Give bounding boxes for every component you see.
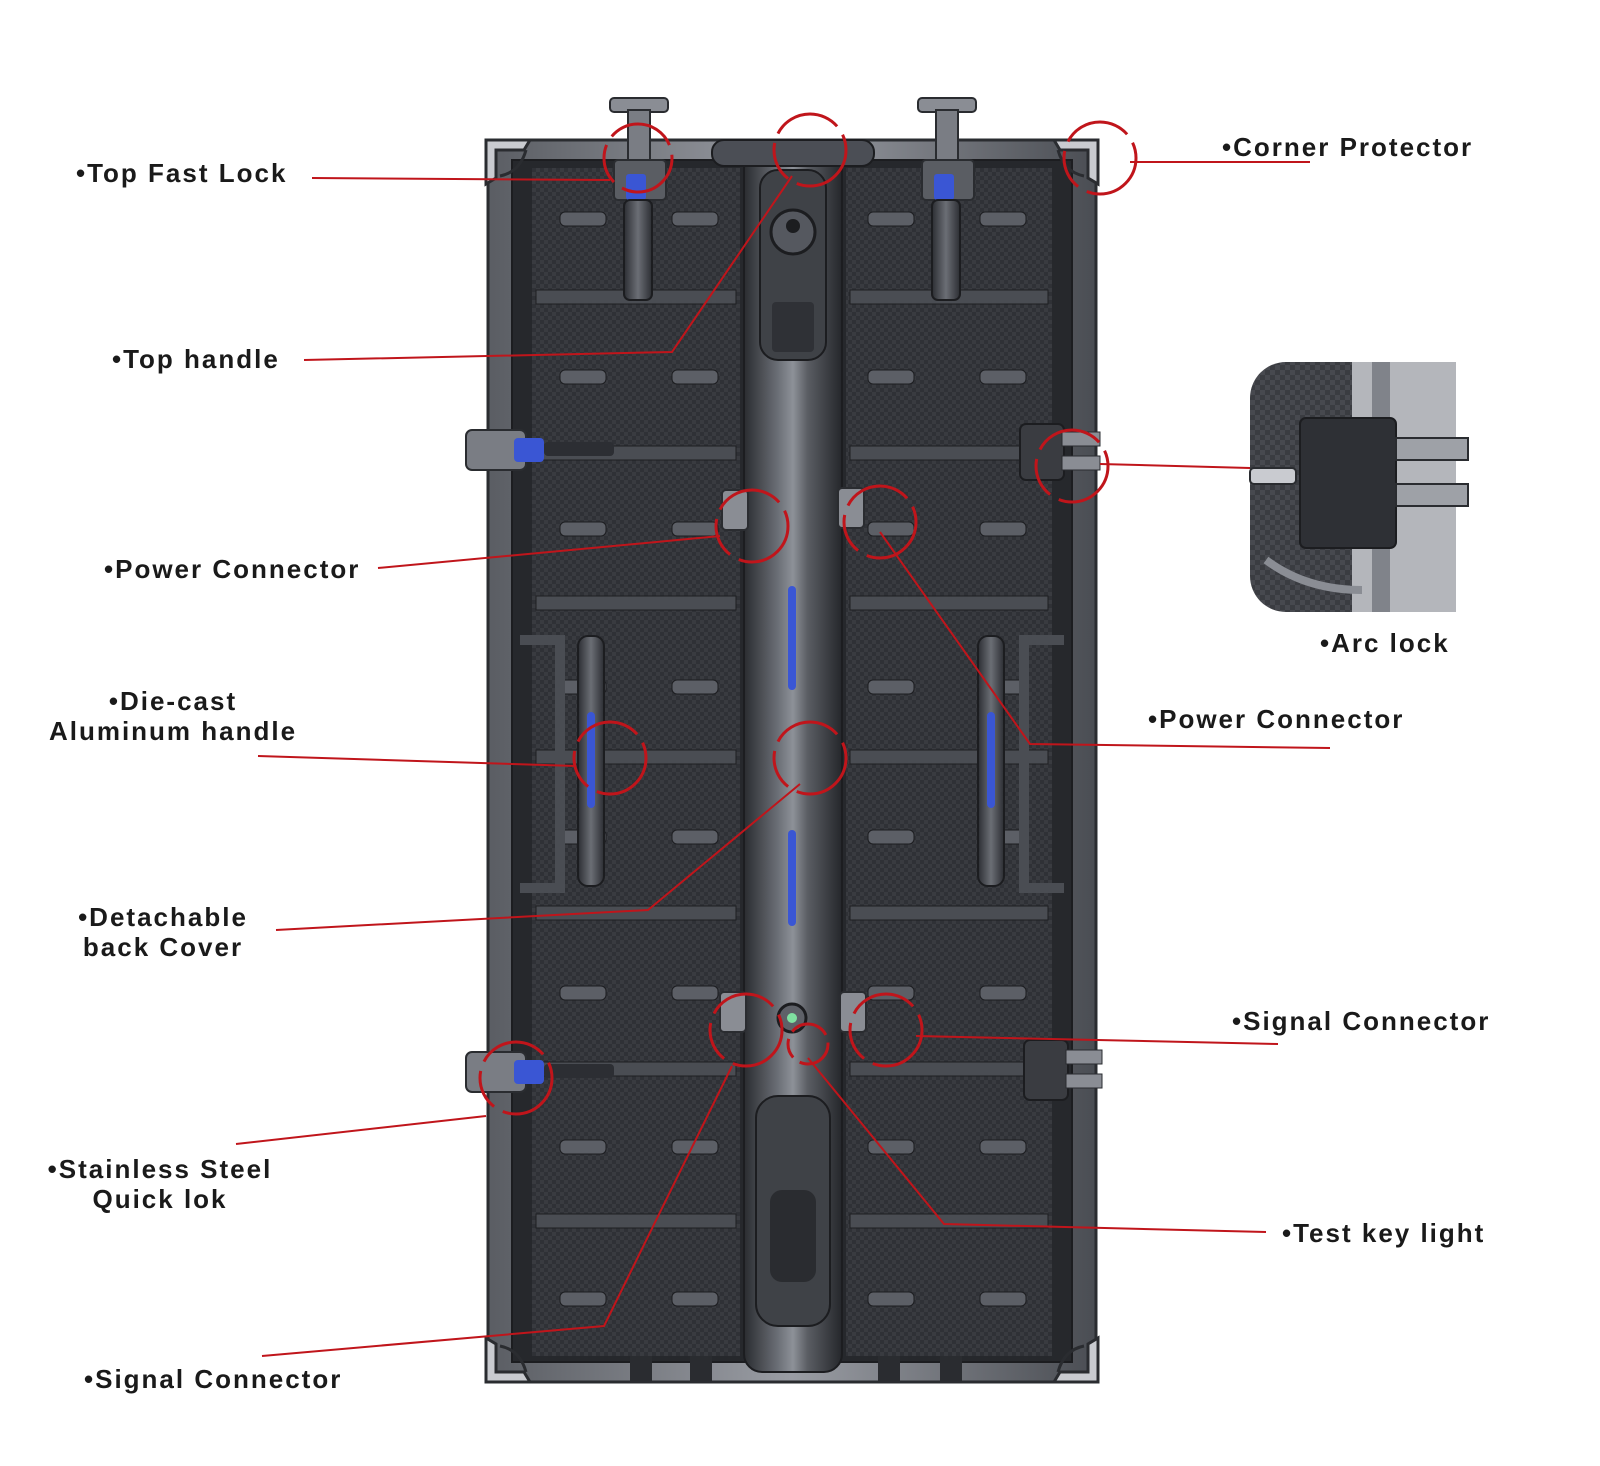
- leader-test-key: [807, 1057, 1267, 1233]
- label-power-connector-right: •Power Connector: [1148, 704, 1405, 734]
- die-cast-handle-left: [520, 635, 605, 893]
- arc-lock-upper: [1019, 423, 1101, 481]
- leader-signal-right: [915, 1035, 1279, 1045]
- label-signal-connector-left: •Signal Connector: [84, 1364, 343, 1394]
- wall-mount-keyhole: [786, 219, 800, 233]
- arc-lock-inset: [1249, 362, 1469, 612]
- label-detachable-back-cover: •Detachable back Cover: [66, 902, 260, 962]
- corner-protectors: [484, 138, 1100, 1384]
- test-key-led: [787, 1013, 797, 1023]
- circle-top-fast-lock: [602, 122, 674, 194]
- circle-arc-lock: [1034, 428, 1110, 504]
- label-die-cast-line1: •Die-cast: [108, 686, 238, 716]
- label-top-fast-lock: •Top Fast Lock: [76, 158, 288, 188]
- circle-detachable: [772, 720, 848, 796]
- power-connector-left: [721, 489, 749, 531]
- status-light-strip-lower: [788, 830, 796, 926]
- label-detachable-line1: •Detachable: [78, 902, 248, 932]
- label-arc-lock: •Arc lock: [1320, 628, 1450, 658]
- power-connector-right: [837, 487, 865, 529]
- label-detachable-line2: back Cover: [82, 932, 244, 962]
- label-test-key-light: •Test key light: [1282, 1218, 1486, 1248]
- label-power-connector-left: •Power Connector: [104, 554, 361, 584]
- leader-quick-lock: [235, 1115, 487, 1145]
- circle-signal-right: [848, 992, 924, 1068]
- cabinet: [465, 97, 1103, 1384]
- label-die-cast-handle: •Die-cast Aluminum handle: [40, 686, 306, 746]
- callout-circles: [478, 112, 1138, 1116]
- circle-quick-lock: [478, 1040, 554, 1116]
- bottom-handle-grip: [770, 1190, 816, 1282]
- label-top-handle: •Top handle: [112, 344, 280, 374]
- leader-detachable: [275, 783, 801, 931]
- label-corner-protector: •Corner Protector: [1222, 132, 1474, 162]
- leader-arc-lock: [1099, 463, 1251, 469]
- status-light-strip-upper: [788, 586, 796, 690]
- leader-lines: [235, 161, 1331, 1357]
- label-signal-connector-right: •Signal Connector: [1232, 1006, 1491, 1036]
- label-stainless-quick-lock: •Stainless Steel Quick lok: [40, 1154, 280, 1214]
- top-fast-lock-right: [917, 97, 977, 301]
- signal-connector-left: [719, 991, 747, 1033]
- grip-texture: [772, 302, 814, 352]
- circle-power-left: [714, 488, 790, 564]
- arc-lock-lower: [1023, 1039, 1103, 1101]
- leader-top-fast-lock: [311, 177, 611, 181]
- circle-top-handle: [772, 112, 848, 188]
- leader-die-cast: [257, 755, 577, 767]
- connectors: [719, 487, 867, 1033]
- leader-power-left: [377, 535, 721, 569]
- bottom-feet: [630, 1356, 962, 1382]
- label-stainless-line2: Quick lok: [92, 1184, 228, 1214]
- top-handle: [711, 139, 875, 167]
- quick-lock-upper: [465, 429, 614, 471]
- circle-signal-left: [708, 992, 784, 1068]
- circle-die-cast: [572, 720, 648, 796]
- mounting-tabs: [559, 211, 1027, 1307]
- leader-top-handle: [303, 175, 793, 361]
- circle-power-right: [842, 484, 918, 560]
- circle-corner-protector: [1062, 120, 1138, 196]
- leader-power-right: [879, 531, 1331, 749]
- circle-test-key: [786, 1022, 830, 1066]
- signal-connector-right: [839, 991, 867, 1033]
- label-die-cast-line2: Aluminum handle: [48, 716, 298, 746]
- leader-signal-left: [261, 1065, 733, 1357]
- label-stainless-line1: •Stainless Steel: [47, 1154, 273, 1184]
